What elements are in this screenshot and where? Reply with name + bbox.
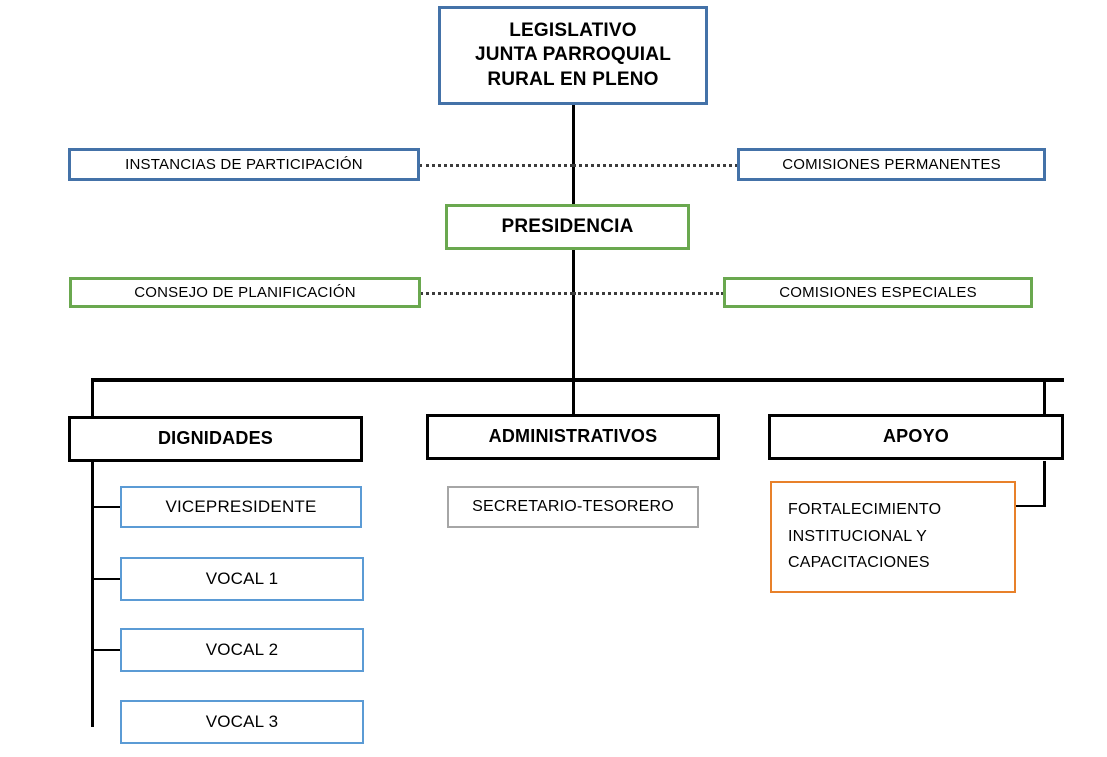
connector-stub-fortalecimiento bbox=[1015, 505, 1046, 507]
connector-drop-apoyo bbox=[1043, 378, 1046, 416]
node-dignidades[interactable]: DIGNIDADES bbox=[68, 416, 363, 462]
connector-rail-dignidades bbox=[91, 462, 94, 727]
connector-dotted-left-1 bbox=[419, 164, 573, 167]
node-apoyo[interactable]: APOYO bbox=[768, 414, 1064, 460]
node-consejo-planificacion[interactable]: CONSEJO DE PLANIFICACIÓN bbox=[69, 277, 421, 308]
node-secretario-tesorero[interactable]: SECRETARIO-TESORERO bbox=[447, 486, 699, 528]
node-presidencia[interactable]: PRESIDENCIA bbox=[445, 204, 690, 250]
connector-dotted-left-2 bbox=[420, 292, 573, 295]
connector-stub-vocal-2 bbox=[91, 649, 121, 651]
connector-rail-apoyo bbox=[1043, 461, 1046, 507]
connector-dotted-right-2 bbox=[573, 292, 724, 295]
connector-stub-vicepresidente bbox=[91, 506, 120, 508]
node-instancias-participacion[interactable]: INSTANCIAS DE PARTICIPACIÓN bbox=[68, 148, 420, 181]
node-vocal-2[interactable]: VOCAL 2 bbox=[120, 628, 364, 672]
node-vicepresidente[interactable]: VICEPRESIDENTE bbox=[120, 486, 362, 528]
connector-drop-administrativos bbox=[572, 378, 575, 416]
node-administrativos[interactable]: ADMINISTRATIVOS bbox=[426, 414, 720, 460]
connector-stub-vocal-1 bbox=[91, 578, 121, 580]
node-vocal-1[interactable]: VOCAL 1 bbox=[120, 557, 364, 601]
connector-dotted-right-1 bbox=[573, 164, 738, 167]
connector-drop-dignidades bbox=[91, 378, 94, 417]
node-comisiones-permanentes[interactable]: COMISIONES PERMANENTES bbox=[737, 148, 1046, 181]
node-legislativo[interactable]: LEGISLATIVO JUNTA PARROQUIAL RURAL EN PL… bbox=[438, 6, 708, 105]
node-fortalecimiento-institucional[interactable]: FORTALECIMIENTO INSTITUCIONAL Y CAPACITA… bbox=[770, 481, 1016, 593]
node-vocal-3[interactable]: VOCAL 3 bbox=[120, 700, 364, 744]
node-comisiones-especiales[interactable]: COMISIONES ESPECIALES bbox=[723, 277, 1033, 308]
connector-bus-horizontal bbox=[91, 378, 1064, 382]
